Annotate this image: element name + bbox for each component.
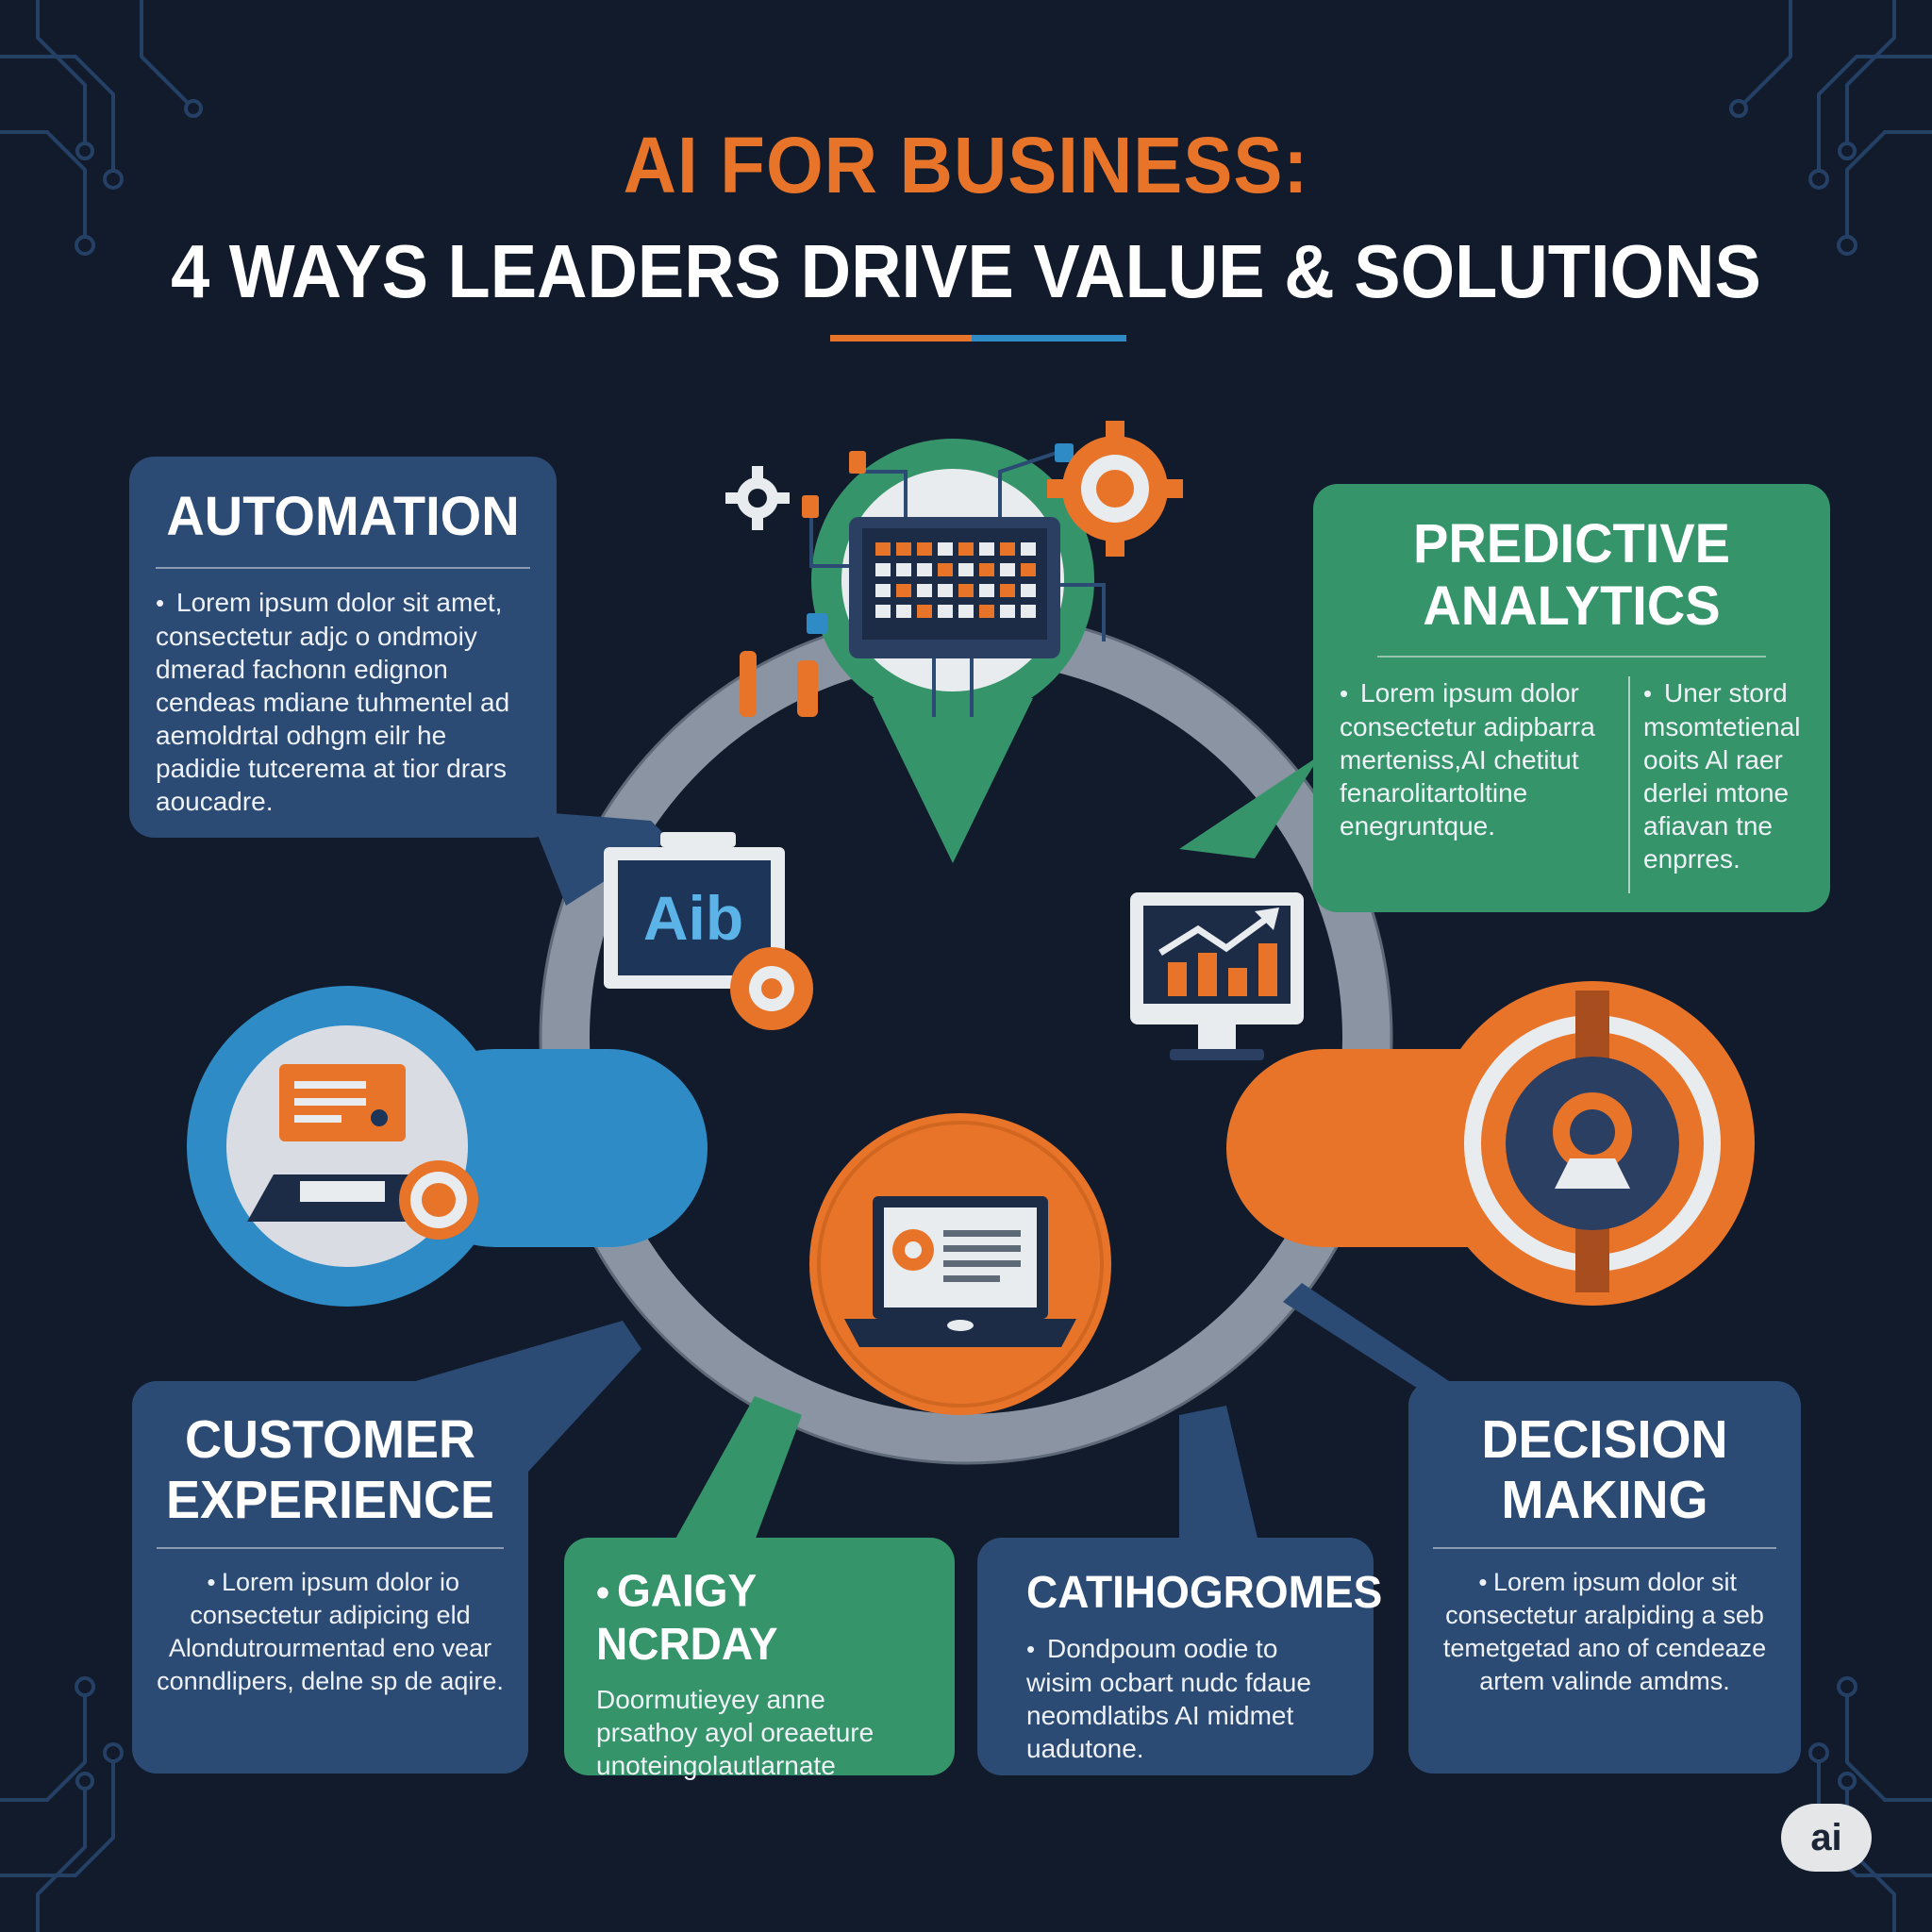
- card-heading: •GAIGY NCRDAY: [596, 1564, 778, 1670]
- catiho-text: Dondpoum oodie to wisim ocbart nudc fdau…: [1026, 1634, 1311, 1763]
- column-divider: [1628, 676, 1630, 893]
- card-body-customer: •Lorem ipsum dolor io consectetur adipic…: [157, 1568, 504, 1695]
- card-body-gaigy: Doormutieyey anne prsathoy ayol oreaetur…: [596, 1685, 874, 1780]
- card-heading: AUTOMATION: [166, 484, 520, 547]
- connector-gaigy: [660, 1396, 802, 1566]
- automation-text: Lorem ipsum dolor sit amet, consectetur …: [156, 588, 510, 816]
- card-customer-experience: CUSTOMER EXPERIENCE •Lorem ipsum dolor i…: [132, 1381, 528, 1774]
- card-decision-making: DECISION MAKING •Lorem ipsum dolor sit c…: [1408, 1381, 1801, 1774]
- card-heading-line-1: CUSTOMER: [184, 1409, 476, 1470]
- connector-automation: [528, 811, 670, 906]
- card-body-catiho: •Dondpoum oodie to wisim ocbart nudc fda…: [1026, 1634, 1311, 1763]
- hub-computer-icon: [740, 439, 1106, 863]
- card-automation: AUTOMATION •Lorem ipsum dolor sit amet, …: [129, 457, 557, 838]
- decision-target-icon: [1226, 981, 1755, 1306]
- predictive-left-text: •Lorem ipsum dolor consectetur adipbarra…: [1340, 678, 1595, 841]
- card-divider: [157, 1547, 504, 1549]
- connector-catiho: [1179, 1406, 1264, 1566]
- predictive-left-body: Lorem ipsum dolor consectetur adipbarra …: [1340, 678, 1595, 841]
- card-catihogromes: CATIHOGROMES •Dondpoum oodie to wisim oc…: [977, 1538, 1383, 1775]
- analytics-monitor-icon: [1130, 892, 1304, 1060]
- card-heading: CATIHOGROMES: [1026, 1565, 1383, 1618]
- card-divider: [156, 567, 530, 569]
- card-heading-line-1: DECISION: [1481, 1409, 1728, 1470]
- title-underline: [830, 335, 1126, 341]
- customer-text: Lorem ipsum dolor io consectetur adipici…: [157, 1568, 504, 1695]
- customer-laptop-icon: [187, 986, 708, 1307]
- card-heading-line-2: EXPERIENCE: [165, 1470, 495, 1530]
- connector-predictive: [1179, 755, 1321, 858]
- circuit-decoration-bottom-left: [0, 1676, 124, 1932]
- predictive-columns: •Lorem ipsum dolor consectetur adipbarra…: [1340, 676, 1804, 893]
- bottom-laptop-icon: [809, 1113, 1111, 1415]
- card-body-automation: •Lorem ipsum dolor sit amet, consectetur…: [156, 588, 510, 816]
- gear-icon-small: [725, 466, 790, 530]
- ai-badge: ai: [1781, 1804, 1872, 1872]
- title-line-1: AI FOR BUSINESS:: [623, 120, 1309, 210]
- gaigy-heading-text: GAIGY NCRDAY: [596, 1564, 778, 1670]
- card-body-decision: •Lorem ipsum dolor sit consectetur aralp…: [1442, 1568, 1767, 1695]
- card-heading-line-2: ANALYTICS: [1423, 574, 1721, 637]
- circuit-decoration-top-left: [0, 0, 203, 256]
- title-line-2: 4 WAYS LEADERS DRIVE VALUE & SOLUTIONS: [171, 228, 1761, 314]
- predictive-right-body: Uner stord msomtetienal ooits Al raer de…: [1643, 678, 1801, 874]
- predictive-right-text: •Uner stord msomtetienal ooits Al raer d…: [1643, 678, 1801, 874]
- presentation-board-icon: [604, 832, 813, 1030]
- card-divider: [1433, 1547, 1776, 1549]
- circuit-decoration-top-right: [1729, 0, 1932, 256]
- card-heading-line-2: MAKING: [1501, 1470, 1708, 1530]
- card-divider: [1377, 656, 1766, 658]
- aib-label: Aib: [642, 883, 744, 953]
- decision-text: Lorem ipsum dolor sit consectetur aralpi…: [1442, 1568, 1767, 1695]
- card-gaigy-ncrday: •GAIGY NCRDAY Doormutieyey anne prsathoy…: [564, 1538, 955, 1780]
- card-predictive-analytics: PREDICTIVE ANALYTICS •Lorem ipsum dolor …: [1313, 484, 1830, 912]
- card-heading-line-1: PREDICTIVE: [1412, 511, 1731, 575]
- gear-icon-orange: [1047, 421, 1183, 557]
